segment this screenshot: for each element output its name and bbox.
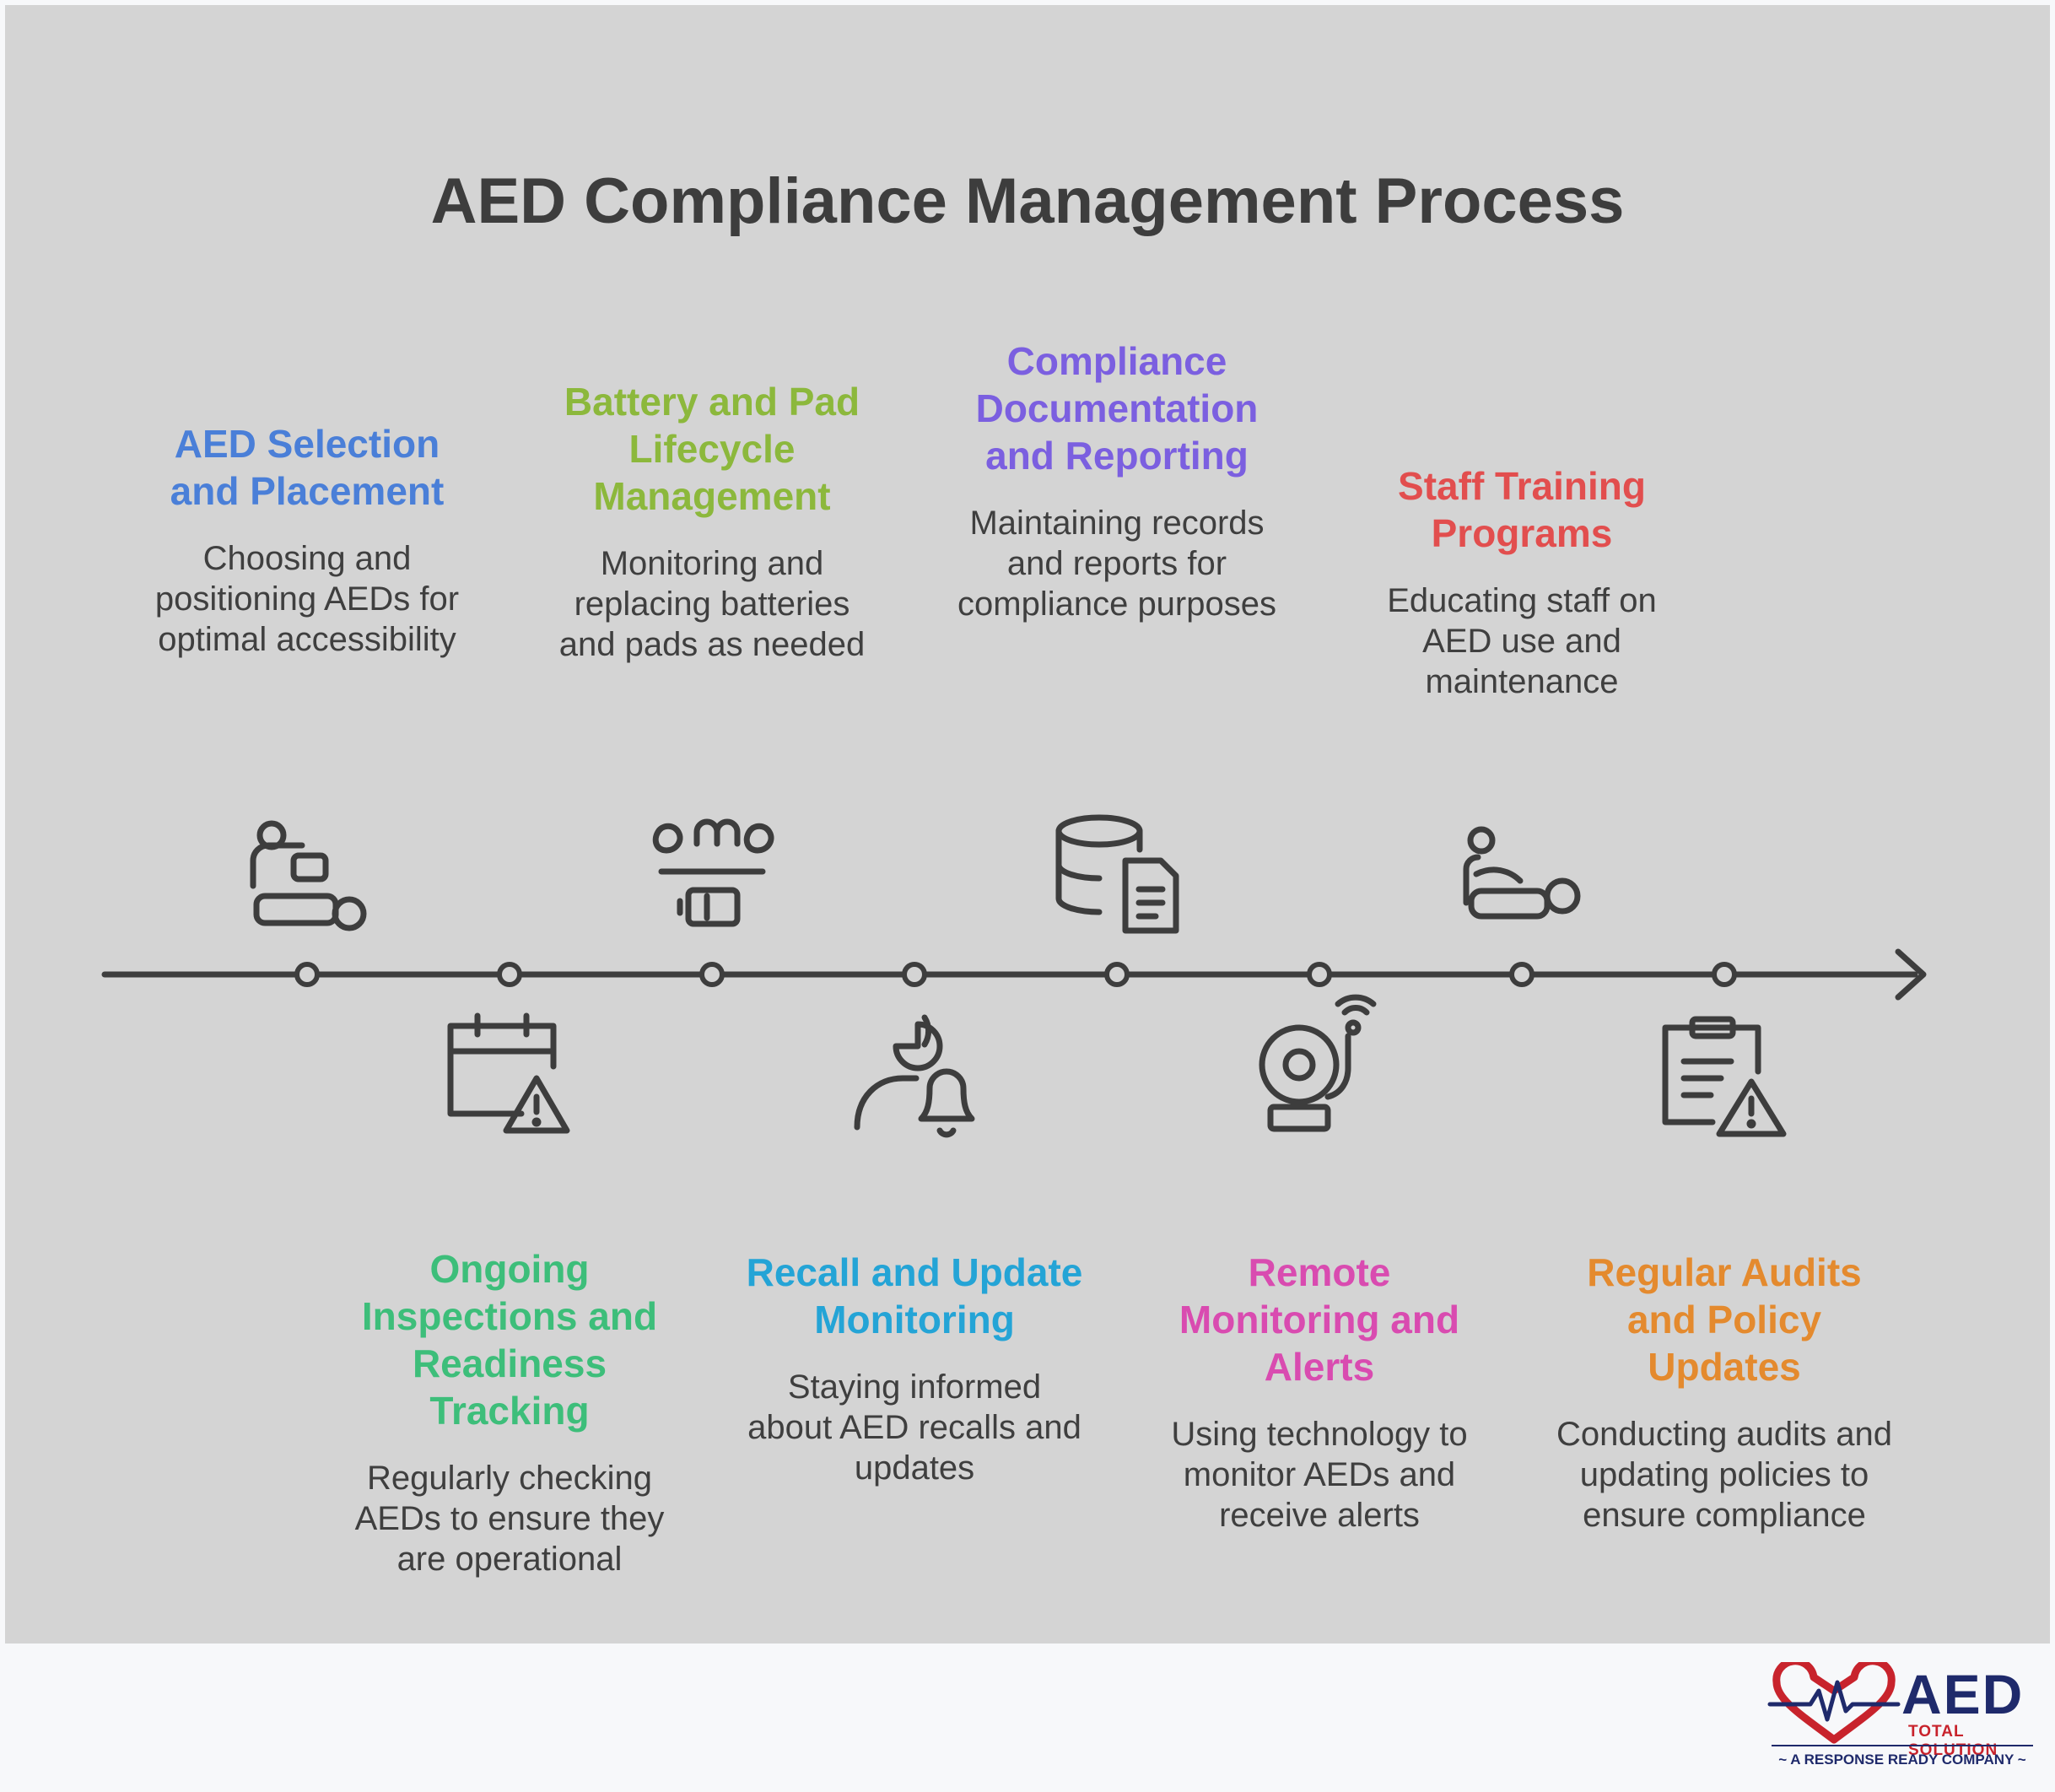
step-title: Compliance Documentation and Reporting <box>975 339 1259 478</box>
step-description: Regularly checking AEDs to ensure they a… <box>354 1460 665 1578</box>
timeline-node-5 <box>1104 962 1130 987</box>
timeline-node-2 <box>497 962 522 987</box>
timeline-node-4 <box>902 962 927 987</box>
battery-pads-icon <box>652 818 774 927</box>
logo-name: AED <box>1901 1663 2025 1725</box>
cpr-training-icon <box>1463 826 1581 920</box>
step-battery-pads: Battery and Pad Lifecycle Management Mon… <box>543 378 881 665</box>
person-chart-bell-icon <box>854 1014 975 1138</box>
step-compliance-documentation: Compliance Documentation and Reporting M… <box>948 337 1286 624</box>
step-title: Recall and Update Monitoring <box>746 1250 1083 1341</box>
diagram-panel <box>5 5 2050 1644</box>
diagram-title: AED Compliance Management Process <box>430 165 1625 237</box>
step-remote-monitoring: Remote Monitoring and Alerts Using techn… <box>1151 1249 1488 1536</box>
logo-divider <box>1772 1745 2033 1746</box>
step-recall-monitoring: Recall and Update Monitoring Staying inf… <box>746 1249 1083 1488</box>
logo-tagline: ~ A RESPONSE READY COMPANY ~ <box>1778 1752 2026 1768</box>
step-description: Educating staff on AED use and maintenan… <box>1387 582 1657 700</box>
alarm-wireless-icon <box>1259 994 1377 1132</box>
clipboard-warning-icon <box>1662 1016 1787 1137</box>
timeline-node-6 <box>1307 962 1332 987</box>
calendar-warning-icon <box>447 1012 570 1134</box>
person-with-aed-icon <box>250 820 367 931</box>
step-description: Using technology to monitor AEDs and rec… <box>1171 1416 1468 1534</box>
timeline-node-8 <box>1712 962 1737 987</box>
timeline-arrowhead <box>1895 948 1927 1001</box>
heart-pulse-icon <box>1767 1662 1901 1744</box>
step-title: Remote Monitoring and Alerts <box>1179 1250 1460 1389</box>
step-description: Staying informed about AED recalls and u… <box>747 1368 1081 1487</box>
step-title: AED Selection and Placement <box>170 422 445 513</box>
step-description: Choosing and positioning AEDs for optima… <box>154 540 460 658</box>
database-document-icon <box>1055 814 1179 934</box>
timeline-node-1 <box>294 962 320 987</box>
step-title: Staff Training Programs <box>1398 464 1646 555</box>
step-regular-audits: Regular Audits and Policy Updates Conduc… <box>1556 1249 1893 1536</box>
footer <box>0 1645 2055 1792</box>
company-logo: AED TOTAL SOLUTION ~ A RESPONSE READY CO… <box>1766 1662 2033 1772</box>
step-description: Monitoring and replacing batteries and p… <box>558 545 866 663</box>
step-description: Maintaining records and reports for comp… <box>957 505 1276 623</box>
step-ongoing-inspections: Ongoing Inspections and Readiness Tracki… <box>341 1245 678 1579</box>
step-staff-training: Staff Training Programs Educating staff … <box>1353 462 1691 702</box>
timeline-node-7 <box>1509 962 1535 987</box>
step-title: Ongoing Inspections and Readiness Tracki… <box>361 1247 658 1433</box>
step-title: Battery and Pad Lifecycle Management <box>564 380 860 518</box>
step-aed-selection: AED Selection and Placement Choosing and… <box>138 420 476 660</box>
step-title: Regular Audits and Policy Updates <box>1587 1250 1862 1389</box>
step-description: Conducting audits and updating policies … <box>1556 1416 1893 1534</box>
timeline-node-3 <box>699 962 725 987</box>
